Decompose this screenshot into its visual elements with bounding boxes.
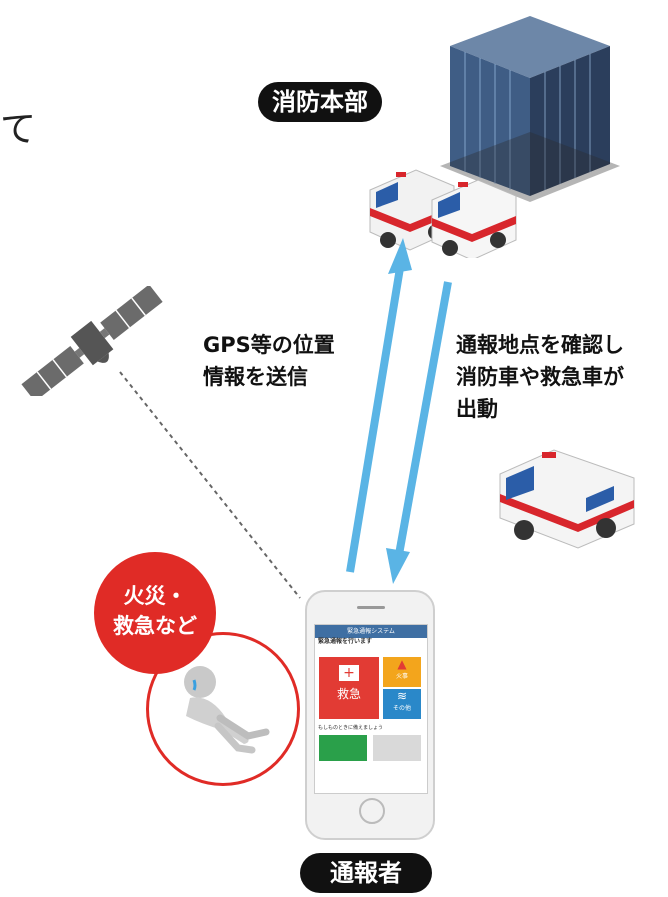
phone-screen: 緊急通報システム 緊急通報を行います + 救急 ▲ 火事 ≋ その他 もしものと… — [314, 624, 428, 794]
ambulance-button[interactable]: + 救急 — [319, 657, 379, 719]
satellite-icon — [21, 286, 163, 396]
arrow-down — [386, 281, 452, 584]
emergency-text-line1: 火災・ — [123, 584, 187, 608]
green-card[interactable] — [319, 735, 367, 761]
gps-text-line1: GPS等の位置 — [203, 333, 335, 357]
fire-button-label: 火事 — [395, 673, 408, 680]
edge-char: て — [0, 109, 37, 150]
reporter-label: 通報者 — [300, 853, 432, 893]
ambulance-button-label: 救急 — [336, 687, 361, 701]
emergency-text-line2: 救急など — [113, 614, 197, 638]
first-aid-icon: + — [339, 665, 359, 681]
other-button-label: その他 — [392, 705, 411, 712]
emergency-bubble: 火災・ 救急など — [94, 552, 216, 674]
hq-label: 消防本部 — [258, 82, 382, 122]
app-title: 緊急通報システム — [315, 625, 427, 638]
section-text: もしものときに備えましょう — [318, 725, 384, 731]
phone-home-button — [359, 798, 385, 824]
screen-subtext: 緊急通報を行います — [318, 638, 373, 645]
fire-button[interactable]: ▲ 火事 — [383, 657, 421, 687]
wave-icon: ≋ — [396, 689, 408, 703]
dispatch-text-line2: 消防車や救急車が — [456, 365, 624, 389]
dispatched-ambulance-icon — [499, 449, 635, 549]
dispatch-text-line3: 出動 — [456, 397, 498, 421]
arrow-up — [346, 238, 412, 573]
dispatch-text-line1: 通報地点を確認し — [456, 333, 624, 357]
fire-icon: ▲ — [397, 657, 407, 671]
person-icon — [184, 666, 270, 754]
phone-speaker — [357, 606, 385, 609]
building-icon — [440, 16, 620, 202]
gps-text-line2: 情報を送信 — [203, 365, 308, 389]
gray-card[interactable] — [373, 735, 421, 761]
ambulance-icon — [369, 169, 517, 258]
other-button[interactable]: ≋ その他 — [383, 689, 421, 719]
